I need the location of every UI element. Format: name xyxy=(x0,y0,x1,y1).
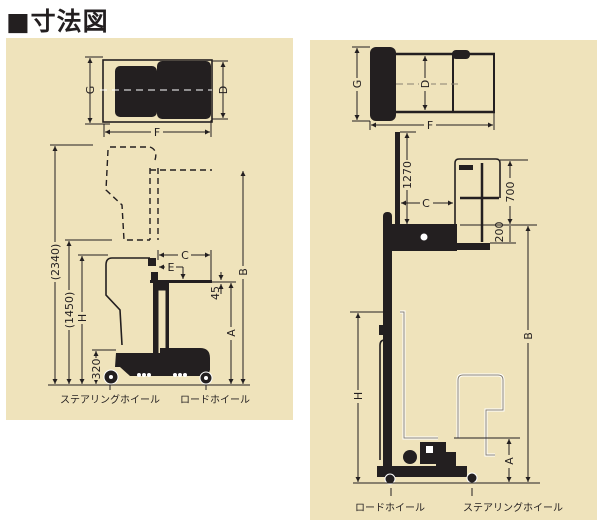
right-700-label: 700 xyxy=(504,182,517,203)
left-1450-label: (1450) xyxy=(63,292,76,329)
right-h-label: H xyxy=(352,392,365,400)
left-a-label: A xyxy=(225,329,238,337)
right-top-d-label: D xyxy=(419,80,432,88)
left-load-wheel-label: ロードホイール xyxy=(180,394,250,406)
left-top-f-label: F xyxy=(154,126,160,139)
right-top-g-label: G xyxy=(351,80,364,89)
right-200-label: 200 xyxy=(493,222,506,243)
left-2340-label: (2340) xyxy=(49,244,62,281)
right-diagram-panel: G D F xyxy=(310,40,597,520)
left-top-view: G D F xyxy=(84,56,230,139)
right-1270-label: 1270 xyxy=(401,161,414,189)
left-c-label: C xyxy=(181,249,189,262)
page-title: ■寸法図 xyxy=(6,7,109,36)
right-top-f-label: F xyxy=(427,119,433,132)
left-diagram-panel: G D F (2340) xyxy=(6,38,293,420)
right-b-label: B xyxy=(522,332,535,340)
left-top-g-label: G xyxy=(84,86,97,95)
right-a-label: A xyxy=(503,457,516,465)
right-c-label: C xyxy=(422,197,430,210)
left-side-view: (2340) (1450) H 320 C E 45 xyxy=(48,144,250,406)
left-steering-wheel-label: ステアリングホイール xyxy=(60,393,160,406)
right-steering-wheel-label: ステアリングホイール xyxy=(463,501,563,514)
left-h-label: H xyxy=(76,314,89,322)
left-b-label: B xyxy=(237,268,250,276)
left-e-label: E xyxy=(168,261,175,274)
left-top-d-label: D xyxy=(217,86,230,94)
right-load-wheel-label: ロードホイール xyxy=(355,502,425,514)
right-side-view: 1270 C 700 200 B H A ロードホイール ステアリ xyxy=(350,131,563,514)
left-45-label: 45 xyxy=(209,286,222,300)
left-320-label: 320 xyxy=(90,359,103,380)
right-top-view: G D F xyxy=(351,46,495,132)
